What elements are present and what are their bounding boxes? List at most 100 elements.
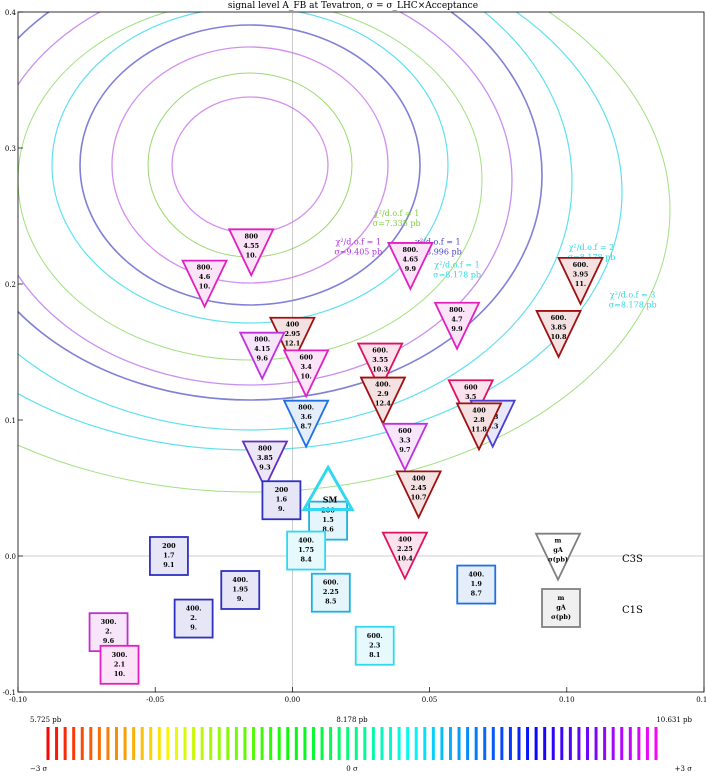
marker-label: 2.25	[397, 545, 413, 553]
marker-label: 1.5	[322, 516, 334, 524]
marker-label: 1.9	[471, 580, 483, 588]
marker-label: 10.	[300, 372, 311, 380]
marker-label: 2.	[105, 628, 112, 636]
data-point-square: 600.2.25 8.5	[310, 572, 351, 613]
contour-label: χ²/d.o.f = 1	[336, 238, 381, 247]
data-point-triangle: 800.4.610.	[181, 259, 229, 309]
marker-label: σ(pb)	[548, 556, 568, 564]
contour-ellipse	[18, 12, 573, 431]
marker-label: 4.7	[451, 315, 462, 323]
square-marker	[99, 644, 140, 685]
triangle-marker	[359, 376, 407, 426]
contour-label: χ²/d.o.f = 1	[434, 261, 479, 270]
contour-label: χ²/d.o.f = 3	[610, 291, 655, 300]
contour-group	[18, 12, 671, 493]
contour-label: χ²/d.o.f = 1	[374, 209, 419, 218]
y-tick-label: 0.0	[5, 553, 16, 561]
marker-label: 600.	[573, 261, 589, 269]
colorbar-label-low: 5.725 pb	[30, 716, 62, 724]
marker-label: 8.1	[369, 651, 380, 659]
marker-label: 1.75	[298, 546, 314, 554]
square-marker	[354, 625, 395, 666]
marker-label: 2.	[190, 614, 197, 622]
marker-label: 2.3	[369, 641, 381, 649]
marker-label: 9.	[237, 595, 244, 603]
data-point-square: 400.1.98.7	[456, 564, 497, 605]
marker-label: 600	[398, 427, 412, 435]
marker-label: m	[555, 537, 562, 545]
contour-ellipse	[79, 24, 421, 306]
marker-label: 3.55	[372, 356, 388, 364]
square-marker	[456, 564, 497, 605]
triangle-marker	[241, 440, 289, 490]
legend-label-c1s: C1S	[622, 605, 643, 616]
marker-label: 800.	[254, 336, 270, 344]
marker-label: 4.55	[243, 242, 259, 250]
marker-label: 9.6	[103, 637, 115, 645]
marker-label: 8.5	[325, 598, 337, 606]
marker-label: 9.3	[487, 423, 499, 431]
marker-label: 9.	[190, 624, 197, 632]
square-marker	[173, 598, 214, 639]
y-tick-label: 0.3	[5, 145, 16, 153]
marker-label: 9.1	[163, 561, 174, 569]
marker-label: 3.85	[551, 323, 567, 331]
legend-label-c3s: C3S	[622, 554, 643, 565]
marker-label: 400.	[375, 381, 391, 389]
marker-label: 600.	[551, 314, 567, 322]
sm-triangle	[301, 464, 355, 511]
legend-marker-triangle: mgA σ(pb)	[534, 532, 582, 582]
y-tick-label: 0.4	[5, 9, 17, 17]
marker-label: 10.	[246, 251, 257, 259]
triangle-marker	[535, 310, 582, 360]
data-point-triangle: 400.2.912.4	[359, 376, 407, 426]
contour-label: σ=8.996 pb	[414, 248, 462, 257]
triangle-marker	[386, 242, 434, 292]
marker-label: 800.	[197, 264, 213, 272]
marker-label: 2.25	[323, 588, 339, 596]
marker-label: 400	[472, 406, 486, 414]
contour-ellipse	[18, 12, 671, 493]
contour-label: χ²/d.o.f = 2	[569, 243, 614, 252]
square-marker	[220, 570, 261, 610]
contour-ellipse	[111, 46, 389, 284]
contour-label: χ²/d.o.f = 1	[415, 238, 460, 247]
marker-label: 1.6	[276, 496, 288, 504]
contour-ellipse	[18, 12, 543, 401]
plot-frame	[17, 11, 705, 693]
marker-label: 10.	[199, 283, 210, 291]
triangle-marker	[395, 470, 443, 520]
y-tick-label: 0.2	[5, 281, 16, 289]
x-tick-label: 0.00	[285, 696, 301, 704]
triangle-marker	[282, 349, 330, 399]
marker-label: 600.	[372, 347, 388, 355]
marker-label: 9.3	[259, 463, 271, 471]
marker-label: gA	[553, 546, 564, 554]
colorbar-label-mid: 8.178 pb	[336, 716, 368, 724]
data-point-square: 300.2.9.6	[88, 612, 129, 653]
marker-label: 3.95	[573, 270, 589, 278]
marker-label: 9.9	[405, 265, 417, 273]
marker-label: 12.4	[375, 400, 391, 408]
square-marker	[286, 530, 327, 571]
square-marker	[541, 588, 581, 628]
marker-label: 600	[299, 353, 313, 361]
marker-label: 200	[162, 542, 176, 550]
marker-label: 200	[275, 486, 289, 494]
marker-label: 800.	[298, 404, 314, 412]
marker-label: 400.	[232, 576, 248, 584]
chart-title: signal level A_FB at Tevatron, σ = σ_LHC…	[228, 1, 478, 11]
triangle-marker	[534, 532, 582, 582]
marker-label: gA	[556, 604, 567, 612]
marker-label: 11.8	[471, 425, 487, 433]
triangle-marker	[282, 399, 330, 449]
marker-label: 800.	[402, 246, 418, 254]
contour-label: σ=8.178 pb	[609, 301, 657, 310]
contour-ellipse	[171, 96, 329, 234]
marker-label: 600.	[323, 579, 339, 587]
x-tick-label: 0.05	[422, 696, 438, 704]
